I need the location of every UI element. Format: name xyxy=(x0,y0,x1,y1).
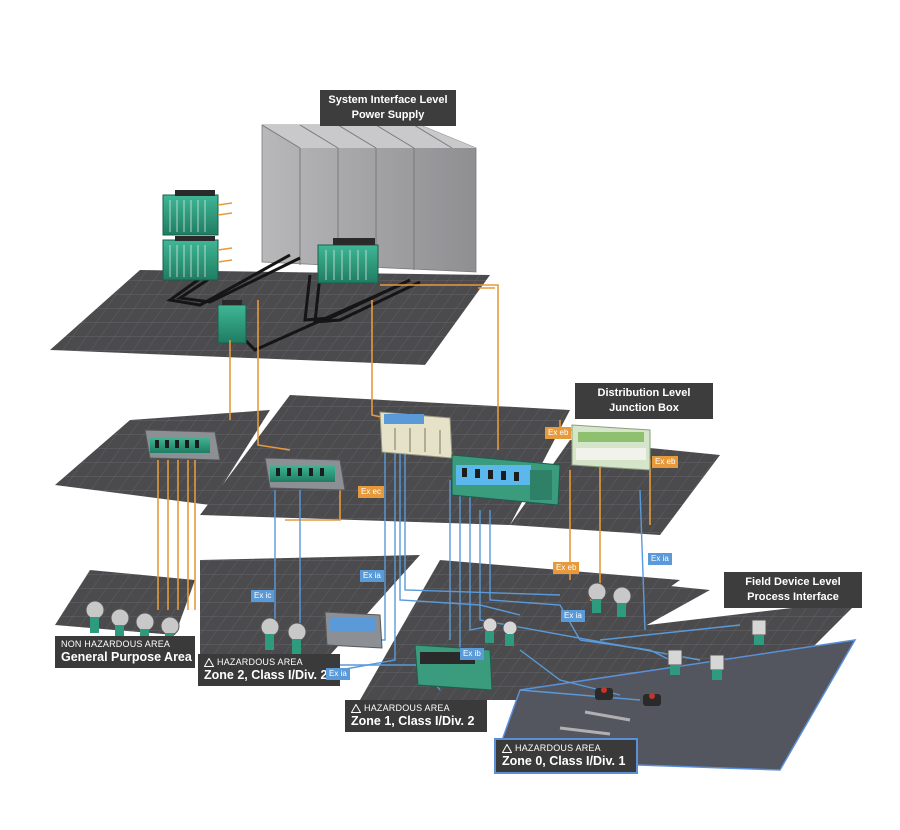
system-level-label: System Interface Level Power Supply xyxy=(320,90,456,126)
fieldbus-barrier-enclosure xyxy=(451,454,561,506)
zone-label-sub: NON HAZARDOUS AREA xyxy=(61,639,171,649)
remote-io-rack xyxy=(162,190,233,281)
terminal-enclosure xyxy=(379,411,453,459)
ex-tag-ib: Ex ib xyxy=(460,648,484,660)
zone-label-sub: HAZARDOUS AREA xyxy=(515,743,601,753)
field-devices-zone2 xyxy=(260,611,383,655)
zone-label-zone1: HAZARDOUS AREA Zone 1, Class I/Div. 2 xyxy=(345,700,487,732)
system-level-title: System Interface Level xyxy=(328,94,448,106)
zone-label-sub-row: HAZARDOUS AREA xyxy=(351,703,481,713)
zone-label-zone0: HAZARDOUS AREA Zone 0, Class I/Div. 1 xyxy=(494,738,638,774)
ex-tag-ia-right: Ex ia xyxy=(648,553,672,565)
ex-tag-ec: Ex ec xyxy=(358,486,385,498)
field-level-subtitle: Process Interface xyxy=(747,591,839,603)
power-supply-module xyxy=(217,300,247,344)
field-level-label: Field Device Level Process Interface xyxy=(724,572,862,608)
cabinet-io-module xyxy=(317,238,379,284)
control-cabinets xyxy=(261,124,477,273)
ex-tag-ia-center: Ex ia xyxy=(360,570,384,582)
junction-box-center xyxy=(264,457,346,491)
zone-label-main: Zone 2, Class I/Div. 2 xyxy=(204,668,328,682)
ex-hazard-icon xyxy=(204,657,214,667)
ex-tag-eb-field: Ex eb xyxy=(553,562,580,574)
ex-hazard-icon xyxy=(502,743,512,753)
zone-label-sub-row: HAZARDOUS AREA xyxy=(204,657,334,667)
zone-label-sub: HAZARDOUS AREA xyxy=(217,657,303,667)
system-level-subtitle: Power Supply xyxy=(351,109,425,121)
ex-hazard-icon xyxy=(351,703,361,713)
ex-tag-eb-distribution: Ex eb xyxy=(652,456,679,468)
zone-label-general: NON HAZARDOUS AREA General Purpose Area xyxy=(55,636,195,668)
field-devices-zone0 xyxy=(559,582,767,736)
distribution-level-label: Distribution Level Junction Box xyxy=(575,383,713,419)
distribution-level-subtitle: Junction Box xyxy=(609,402,679,414)
ex-tag-eb-junction: Ex eb xyxy=(545,427,572,439)
distribution-enclosure xyxy=(571,424,651,471)
zone-label-main: General Purpose Area xyxy=(61,650,192,664)
field-level-title: Field Device Level xyxy=(745,576,841,588)
zone-label-main: Zone 0, Class I/Div. 1 xyxy=(502,754,626,768)
zone-label-main: Zone 1, Class I/Div. 2 xyxy=(351,714,475,728)
ex-tag-ia-zone0: Ex ia xyxy=(561,610,585,622)
zone-label-sub: HAZARDOUS AREA xyxy=(364,703,450,713)
zone-label-sub-row: HAZARDOUS AREA xyxy=(502,743,630,753)
zone-label-zone2: HAZARDOUS AREA Zone 2, Class I/Div. 2 xyxy=(198,654,340,686)
ex-tag-ia-bottom: Ex ia xyxy=(326,668,350,680)
distribution-level-title: Distribution Level xyxy=(597,387,691,399)
ex-tag-ic: Ex ic xyxy=(251,590,275,602)
trunk-cables xyxy=(166,253,421,352)
junction-box-left xyxy=(144,429,221,461)
